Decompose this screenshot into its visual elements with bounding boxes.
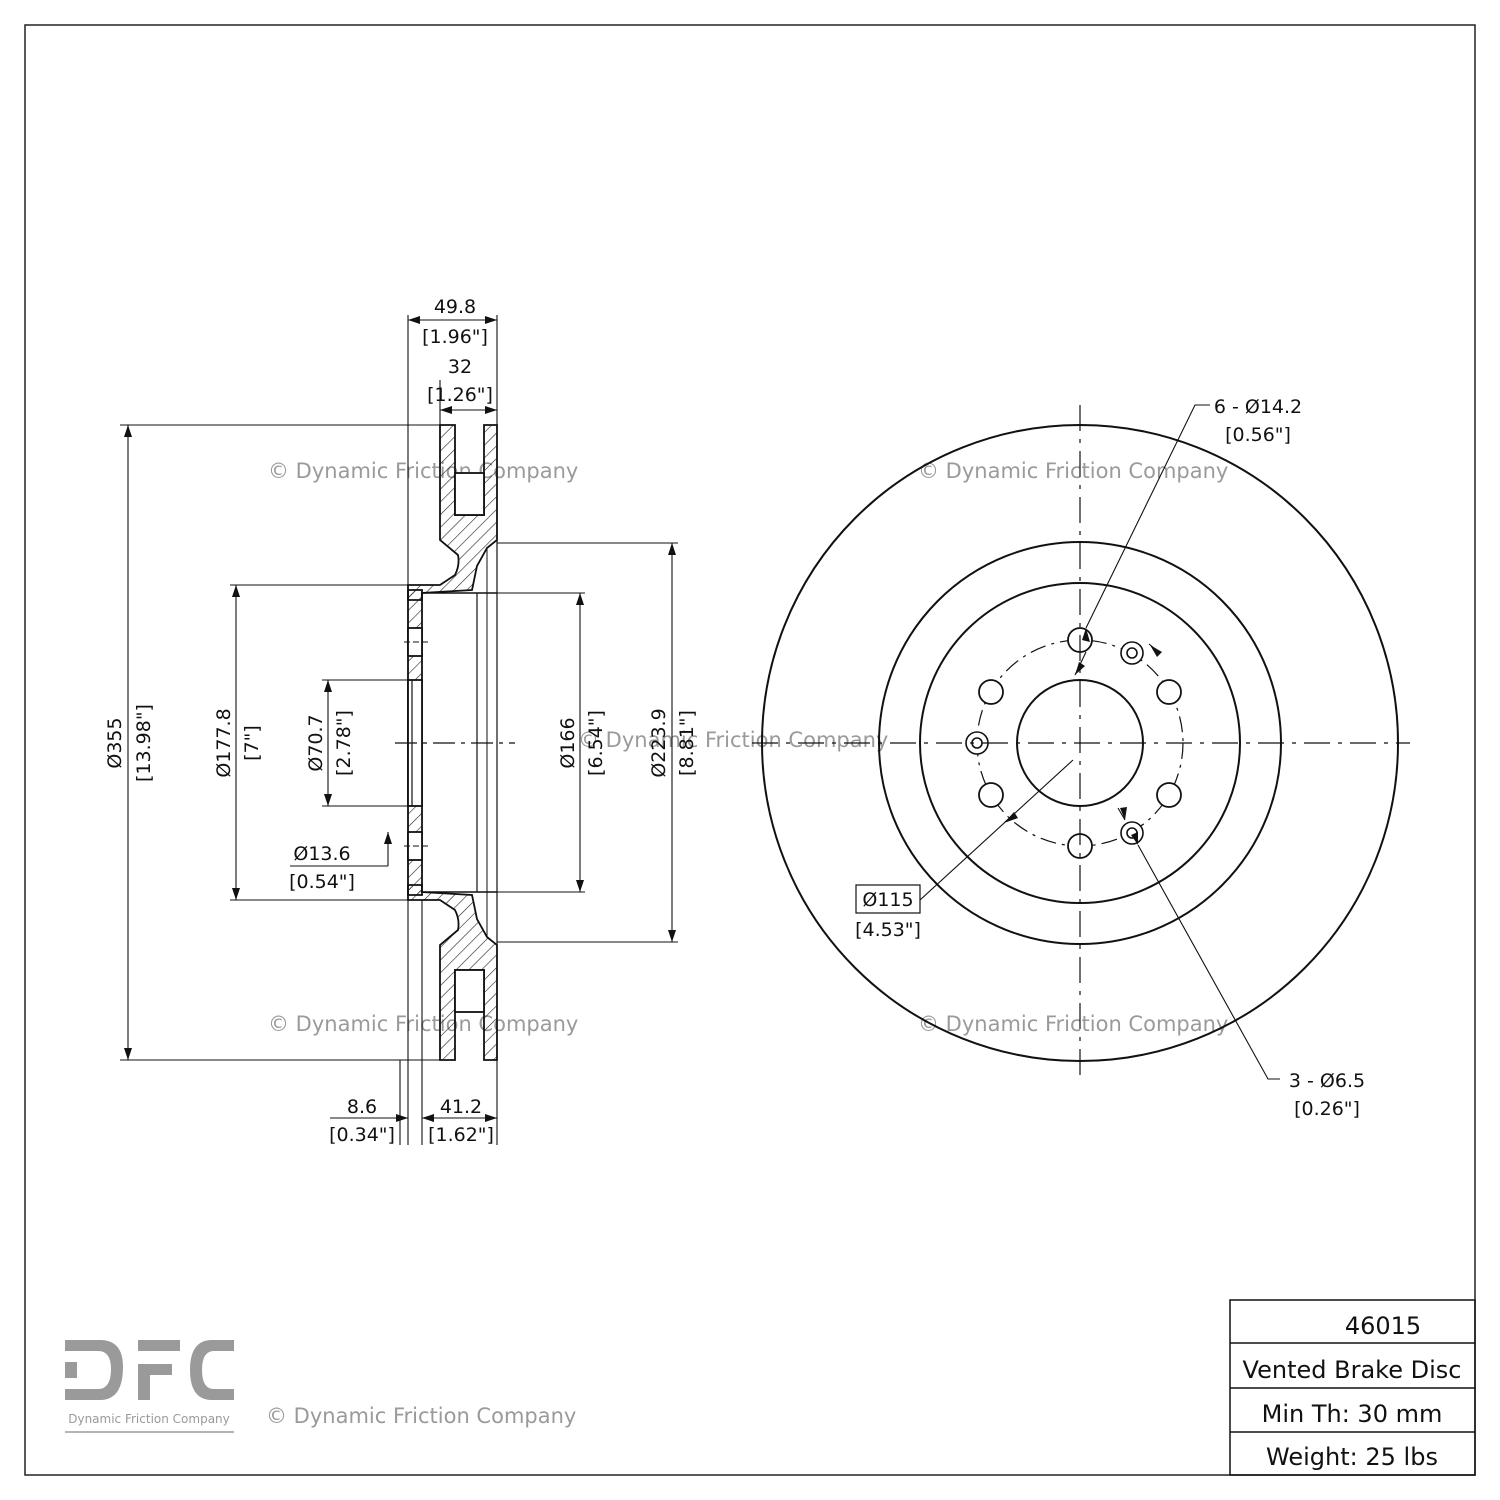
dfc-logo — [65, 1340, 234, 1400]
rotor-thickness-in: [1.26"] — [427, 384, 493, 406]
inner-hat-diameter-mm: Ø166 — [557, 717, 579, 768]
center-bore-mm: Ø70.7 — [305, 714, 327, 771]
lug-hole — [1156, 679, 1182, 705]
stud-hole-mm: Ø13.6 — [293, 843, 350, 865]
lug-hole — [1156, 782, 1182, 808]
overall-width-mm: 49.8 — [434, 296, 476, 318]
rotor-section-top — [407, 424, 498, 601]
small-holes-mm: 3 - Ø6.5 — [1289, 1070, 1365, 1092]
watermark: © Dynamic Friction Company — [578, 728, 888, 752]
watermark: © Dynamic Friction Company — [918, 459, 1228, 483]
bolt-circle-label-box — [855, 884, 921, 914]
lug-holes-mm: 6 - Ø14.2 — [1214, 396, 1302, 418]
bolt-circle-in: [4.53"] — [855, 919, 921, 941]
lug-hole — [978, 679, 1004, 705]
small-hole — [1126, 647, 1138, 659]
watermark: © Dynamic Friction Company — [918, 1012, 1228, 1036]
title-block — [1229, 1299, 1476, 1476]
hat-diameter-in: [7"] — [241, 725, 263, 761]
section-dimension-lines — [120, 315, 678, 1145]
watermark: © Dynamic Friction Company — [268, 1012, 578, 1036]
inner-hat-diameter-in: [6.54"] — [585, 710, 607, 776]
stud-hole-in: [0.54"] — [289, 871, 355, 893]
hat-diameter-mm: Ø177.8 — [213, 708, 235, 777]
rotor-section-bottom — [407, 884, 498, 1061]
lug-holes-in: [0.56"] — [1225, 424, 1291, 446]
watermark: © Dynamic Friction Company — [266, 1404, 576, 1428]
hat-height-mm: 41.2 — [440, 1096, 482, 1118]
rotor-vane — [454, 472, 485, 516]
dimension-arrows — [124, 316, 676, 1122]
center-bore-in: [2.78"] — [333, 710, 355, 776]
front-leaders — [919, 404, 1280, 1080]
hat-offset-in: [0.34"] — [329, 1124, 395, 1146]
overall-width-in: [1.96"] — [422, 326, 488, 348]
friction-inner-diameter-in: [8.81"] — [676, 710, 698, 776]
watermark: © Dynamic Friction Company — [268, 459, 578, 483]
logo-letter-d — [65, 1340, 123, 1400]
drawing-border — [24, 24, 1476, 1476]
logo-letter-c — [190, 1340, 234, 1400]
lug-hole — [978, 782, 1004, 808]
part-description: Vented Brake Disc — [1243, 1356, 1462, 1384]
logo-tagline: Dynamic Friction Company — [68, 1412, 230, 1426]
logo-letter-f — [138, 1340, 180, 1351]
outer-diameter-mm: Ø355 — [104, 717, 126, 768]
hat-height-in: [1.62"] — [428, 1124, 494, 1146]
bolt-circle-mm: Ø115 — [862, 889, 913, 911]
front-arrows — [1004, 628, 1162, 845]
outer-diameter-in: [13.98"] — [133, 704, 155, 782]
part-number: 46015 — [1345, 1312, 1421, 1340]
min-thickness: Min Th: 30 mm — [1262, 1400, 1443, 1428]
weight: Weight: 25 lbs — [1266, 1443, 1438, 1471]
friction-inner-diameter-mm: Ø223.9 — [648, 708, 670, 777]
hat-offset-mm: 8.6 — [347, 1096, 377, 1118]
small-holes-in: [0.26"] — [1294, 1098, 1360, 1120]
lug-holes — [978, 627, 1182, 859]
rotor-thickness-mm: 32 — [448, 356, 472, 378]
rotor-vane — [454, 969, 485, 1013]
